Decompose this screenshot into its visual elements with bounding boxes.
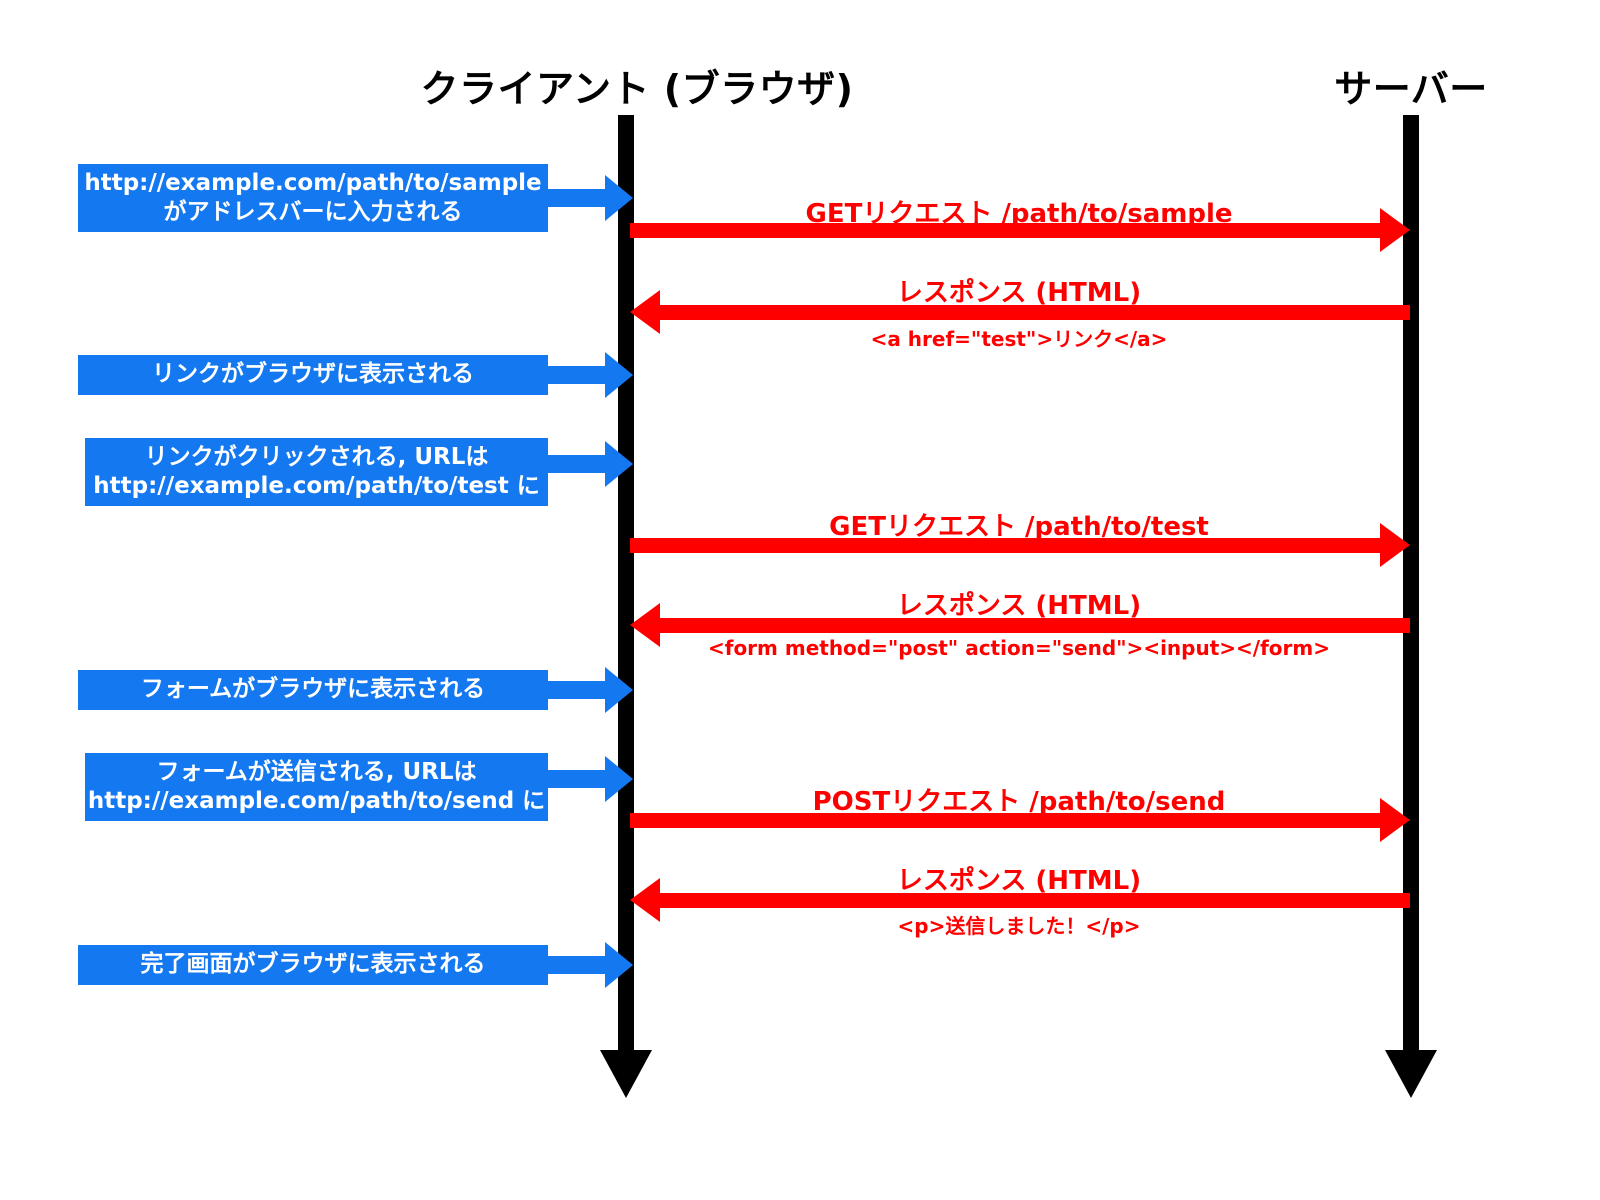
message-arrow-head-icon	[1380, 798, 1410, 842]
note-arrow-shaft	[548, 366, 608, 384]
lifeline-server	[1403, 115, 1419, 1060]
note-line-1: リンクがブラウザに表示される	[152, 361, 474, 388]
message-label: レスポンス (HTML)	[896, 591, 1142, 621]
note-box: 完了画面がブラウザに表示される	[78, 945, 548, 985]
note-arrow-shaft	[548, 681, 608, 699]
message-arrow-head-icon	[1380, 523, 1410, 567]
lifeline-client-arrowhead	[600, 1050, 652, 1098]
lifeline-server-arrowhead	[1385, 1050, 1437, 1098]
note-line-1: フォームがブラウザに表示される	[140, 676, 486, 703]
message-label: GETリクエスト /path/to/test	[829, 512, 1209, 542]
message-sublabel: <a href="test">リンク</a>	[870, 327, 1168, 351]
message-label: POSTリクエスト /path/to/send	[812, 787, 1226, 817]
note-line-2: http://example.com/path/to/send に	[87, 788, 546, 814]
note-box: リンクがクリックされる, URLは http://example.com/pat…	[85, 438, 548, 506]
actor-label-server: サーバー	[1334, 67, 1488, 111]
message-label: レスポンス (HTML)	[896, 278, 1142, 308]
note-arrow-shaft	[548, 770, 608, 788]
message-sublabel: <form method="post" action="send"><input…	[707, 636, 1331, 660]
note-arrow-head-icon	[605, 352, 633, 398]
message-arrow-head-icon	[630, 878, 660, 922]
message-label: レスポンス (HTML)	[896, 866, 1142, 896]
note-line-1: 完了画面がブラウザに表示される	[140, 951, 486, 978]
note-arrow-head-icon	[605, 667, 633, 713]
note-arrow-head-icon	[605, 441, 633, 487]
message-arrow-shaft	[630, 813, 1382, 828]
note-arrow-head-icon	[605, 175, 633, 221]
message-sublabel: <p>送信しました！</p>	[897, 914, 1141, 938]
note-arrow-head-icon	[605, 942, 633, 988]
note-line-2: がアドレスバーに入力される	[163, 199, 463, 225]
message-arrow-head-icon	[630, 603, 660, 647]
note-arrow-shaft	[548, 455, 608, 473]
note-arrow-shaft	[548, 189, 608, 207]
note-line-2: http://example.com/path/to/test に	[93, 473, 540, 499]
message-arrow-head-icon	[630, 290, 660, 334]
note-line-1: フォームが送信される, URLは	[156, 758, 477, 785]
message-arrow-shaft	[660, 618, 1410, 633]
message-arrow-shaft	[630, 223, 1382, 238]
actor-label-client: クライアント (ブラウザ)	[420, 67, 854, 111]
note-arrow-shaft	[548, 956, 608, 974]
message-arrow-shaft	[660, 893, 1410, 908]
note-box: フォームが送信される, URLは http://example.com/path…	[85, 753, 548, 821]
note-box: リンクがブラウザに表示される	[78, 355, 548, 395]
note-line-1: リンクがクリックされる, URLは	[144, 443, 489, 470]
note-box: フォームがブラウザに表示される	[78, 670, 548, 710]
note-box: http://example.com/path/to/sample がアドレスバ…	[78, 164, 548, 232]
message-arrow-shaft	[630, 538, 1382, 553]
message-arrow-shaft	[660, 305, 1410, 320]
message-arrow-head-icon	[1380, 208, 1410, 252]
note-arrow-head-icon	[605, 756, 633, 802]
note-line-1: http://example.com/path/to/sample	[84, 169, 542, 196]
